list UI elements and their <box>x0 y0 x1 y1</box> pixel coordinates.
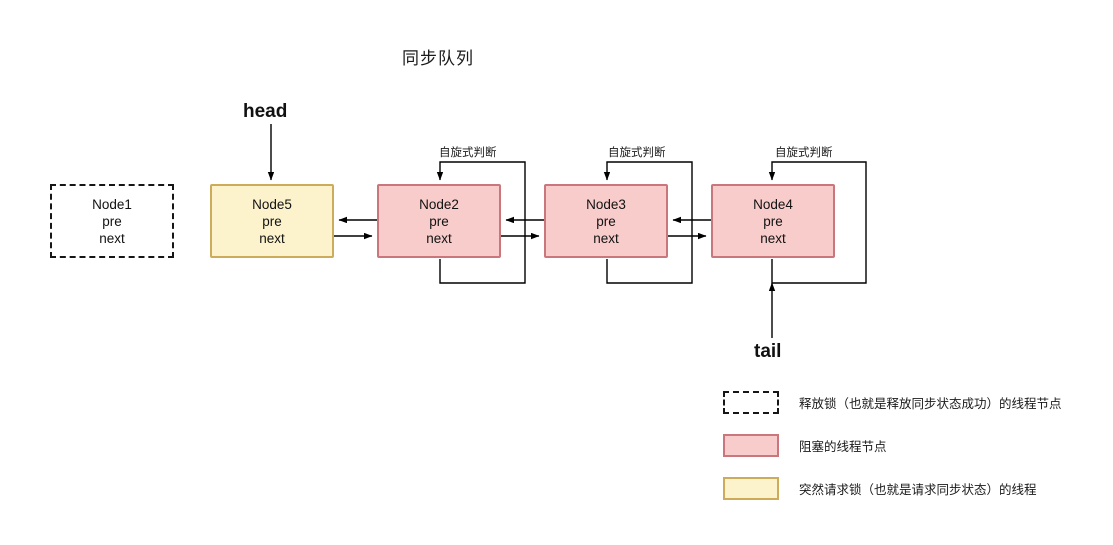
node-field-next: next <box>593 230 619 246</box>
legend-label-requesting: 突然请求锁（也就是请求同步状态）的线程 <box>799 482 1037 497</box>
node-name: Node1 <box>92 196 132 212</box>
head-pointer-label: head <box>243 101 288 122</box>
node-name: Node2 <box>419 196 459 212</box>
tail-pointer-label: tail <box>754 341 782 362</box>
legend-swatch-requesting-icon <box>723 476 779 500</box>
node-name: Node3 <box>586 196 626 212</box>
node-field-pre: pre <box>262 213 282 229</box>
node-name: Node5 <box>252 196 292 212</box>
legend-swatch-blocked-icon <box>723 433 779 457</box>
legend-label-released: 释放锁（也就是释放同步状态成功）的线程节点 <box>799 396 1062 411</box>
spin-check-label-node2: 自旋式判断 <box>439 147 497 159</box>
legend-label-blocked: 阻塞的线程节点 <box>799 439 887 454</box>
node-box-node4: Node4 pre next <box>711 184 835 258</box>
node-name: Node4 <box>753 196 793 212</box>
spin-check-label-node3: 自旋式判断 <box>608 147 666 159</box>
node-box-node1: Node1 pre next <box>50 184 174 258</box>
node-box-node2: Node2 pre next <box>377 184 501 258</box>
legend-swatch-released-icon <box>723 390 779 414</box>
spin-loop-node2 <box>436 161 526 284</box>
node-field-pre: pre <box>429 213 449 229</box>
node-field-pre: pre <box>763 213 783 229</box>
node-field-pre: pre <box>596 213 616 229</box>
spin-loop-node3 <box>603 161 693 284</box>
node-field-next: next <box>99 230 125 246</box>
legend-item-requesting: 突然请求锁（也就是请求同步状态）的线程 <box>723 476 1073 500</box>
legend: 释放锁（也就是释放同步状态成功）的线程节点 阻塞的线程节点 突然请求锁（也就是请… <box>723 390 1073 519</box>
node-field-pre: pre <box>102 213 122 229</box>
legend-item-released: 释放锁（也就是释放同步状态成功）的线程节点 <box>723 390 1073 414</box>
diagram-title: 同步队列 <box>402 49 474 68</box>
spin-loop-node4 <box>768 161 867 284</box>
legend-item-blocked: 阻塞的线程节点 <box>723 433 1073 457</box>
node-field-next: next <box>259 230 285 246</box>
node-field-next: next <box>760 230 786 246</box>
spin-check-label-node4: 自旋式判断 <box>775 147 833 159</box>
node-field-next: next <box>426 230 452 246</box>
node-box-node3: Node3 pre next <box>544 184 668 258</box>
node-box-node5: Node5 pre next <box>210 184 334 258</box>
